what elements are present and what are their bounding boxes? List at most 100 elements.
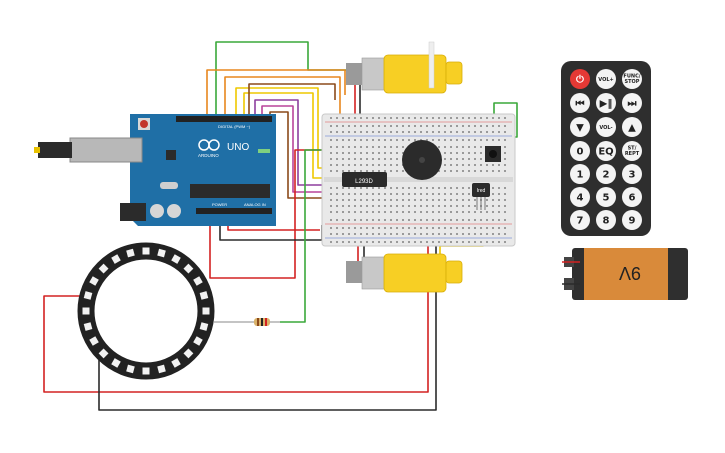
wire-brown-1[interactable] xyxy=(269,111,330,199)
breadboard-hole xyxy=(330,158,332,160)
breadboard-hole xyxy=(384,125,386,127)
breadboard-hole xyxy=(384,139,386,141)
remote-button[interactable]: 3 xyxy=(622,164,642,184)
breadboard-hole xyxy=(468,158,470,160)
remote-button-label: VOL+ xyxy=(598,77,613,83)
breadboard-hole xyxy=(342,170,344,172)
remote-button[interactable]: VOL- xyxy=(596,117,616,137)
breadboard-hole xyxy=(396,227,398,229)
breadboard-hole xyxy=(474,139,476,141)
remote-button[interactable]: ⏭ xyxy=(622,93,642,113)
wire-red-ring[interactable] xyxy=(43,235,429,393)
breadboard-hole xyxy=(384,241,386,243)
breadboard-hole xyxy=(360,233,362,235)
breadboard-hole xyxy=(348,219,350,221)
remote-button[interactable]: 7 xyxy=(570,210,590,230)
breadboard-hole xyxy=(408,117,410,119)
remote-button[interactable]: ST/REPT xyxy=(622,141,642,161)
breadboard-hole xyxy=(492,233,494,235)
breadboard-hole xyxy=(330,205,332,207)
breadboard-hole xyxy=(504,139,506,141)
breadboard-hole xyxy=(498,199,500,201)
breadboard-hole xyxy=(360,117,362,119)
breadboard-hole xyxy=(480,146,482,148)
breadboard-hole xyxy=(378,187,380,189)
remote-button[interactable]: ⏻ xyxy=(570,69,590,89)
remote-button[interactable]: 9 xyxy=(622,210,642,230)
remote-button[interactable]: FUNC/STOP xyxy=(622,69,642,89)
wire-purple-2[interactable] xyxy=(261,105,345,193)
remote-button[interactable]: 0 xyxy=(570,141,590,161)
breadboard-hole xyxy=(354,125,356,127)
wire-black-ring[interactable] xyxy=(98,210,437,411)
remote-button[interactable]: 5 xyxy=(596,187,616,207)
breadboard-hole xyxy=(366,219,368,221)
breadboard-hole xyxy=(432,139,434,141)
remote-button[interactable]: ▼ xyxy=(570,117,590,137)
digital-header xyxy=(176,116,272,122)
breadboard-hole xyxy=(372,187,374,189)
breadboard-hole xyxy=(384,219,386,221)
remote-button[interactable]: ▲ xyxy=(622,117,642,137)
push-button[interactable] xyxy=(485,146,501,162)
breadboard-hole xyxy=(366,187,368,189)
breadboard-hole xyxy=(366,241,368,243)
remote-button[interactable]: ⏮ xyxy=(570,93,590,113)
reset-button[interactable] xyxy=(140,120,148,128)
dc-motor-top[interactable] xyxy=(346,41,463,94)
ring-led xyxy=(89,276,99,286)
breadboard-hole xyxy=(408,219,410,221)
arduino-uno-board[interactable]: UNO ARDUINO DIGITAL (PWM ~) POWER ANALOG… xyxy=(34,114,276,226)
breadboard-hole xyxy=(378,117,380,119)
breadboard-hole xyxy=(414,193,416,195)
piezo-buzzer[interactable] xyxy=(402,140,442,180)
ring-led xyxy=(82,307,90,315)
breadboard-hole xyxy=(414,219,416,221)
wire-orange-2[interactable] xyxy=(224,76,341,130)
wire-green-ring[interactable] xyxy=(280,149,322,323)
driver-chip-label: L293D xyxy=(355,179,373,185)
breadboard-hole xyxy=(468,199,470,201)
breadboard-hole xyxy=(438,241,440,243)
breadboard-hole xyxy=(366,152,368,154)
remote-button[interactable]: 4 xyxy=(570,187,590,207)
wire-brown-2[interactable] xyxy=(248,83,336,117)
breadboard-hole xyxy=(366,125,368,127)
dc-motor-bottom[interactable] xyxy=(346,253,463,293)
resistor[interactable] xyxy=(214,318,280,326)
breadboard-hole xyxy=(480,131,482,133)
breadboard-hole xyxy=(354,219,356,221)
driver-chip[interactable]: L293D xyxy=(342,172,387,187)
breadboard-hole xyxy=(456,219,458,221)
remote-button-shape xyxy=(622,93,642,113)
wire-orange-top[interactable] xyxy=(206,69,346,117)
breadboard-hole xyxy=(372,131,374,133)
remote-button[interactable]: 1 xyxy=(570,164,590,184)
breadboard-hole xyxy=(396,193,398,195)
breadboard-hole xyxy=(336,199,338,201)
breadboard-hole xyxy=(366,131,368,133)
remote-button[interactable]: EQ xyxy=(596,141,616,161)
remote-button[interactable]: 6 xyxy=(622,187,642,207)
remote-button[interactable]: 8 xyxy=(596,210,616,230)
breadboard-hole xyxy=(462,233,464,235)
wire-red-bb[interactable] xyxy=(209,149,322,279)
remote-button[interactable]: VOL+ xyxy=(596,69,616,89)
ring-led xyxy=(83,322,93,331)
breadboard-hole xyxy=(408,233,410,235)
battery-9v[interactable]: 9V xyxy=(562,248,688,300)
ir-receiver[interactable]: Ired xyxy=(472,183,490,210)
remote-button[interactable]: ▶‖ xyxy=(596,93,616,113)
remote-button-label: 5 xyxy=(603,193,610,204)
wire-purple-1[interactable] xyxy=(254,99,330,186)
breadboard-hole xyxy=(342,139,344,141)
breadboard-hole xyxy=(480,125,482,127)
breadboard-hole xyxy=(378,170,380,172)
breadboard-hole xyxy=(504,205,506,207)
ring-led xyxy=(193,276,203,286)
breadboard-hole xyxy=(342,158,344,160)
remote-button[interactable]: 2 xyxy=(596,164,616,184)
breadboard-hole xyxy=(402,211,404,213)
neopixel-ring[interactable] xyxy=(77,242,215,380)
